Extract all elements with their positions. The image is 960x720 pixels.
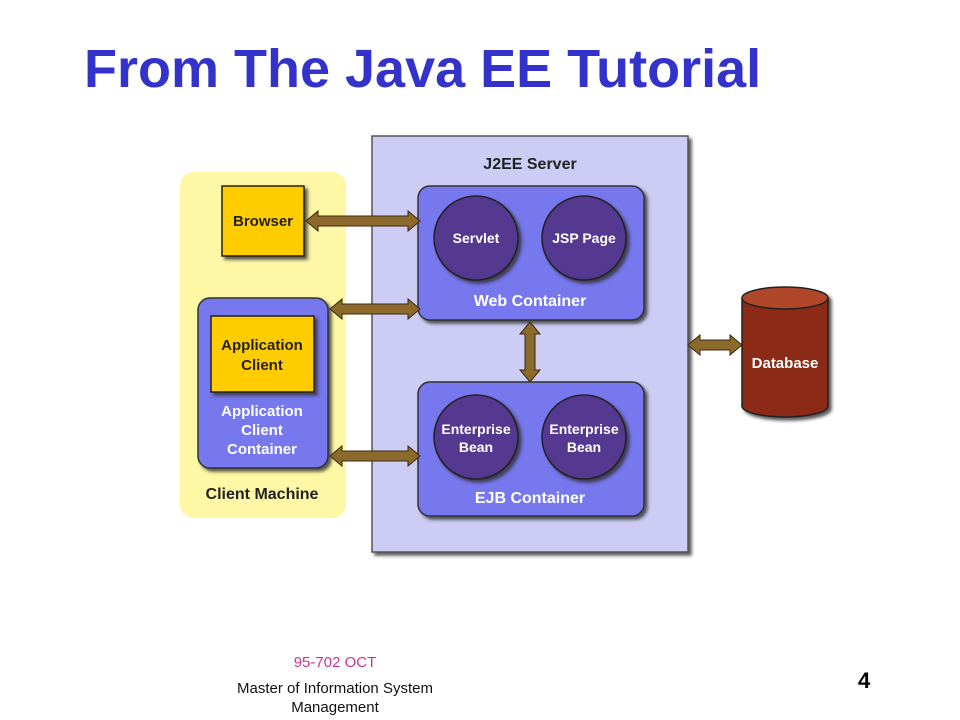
app-client-container-label-2: Client bbox=[241, 422, 283, 439]
j2ee-server-label: J2EE Server bbox=[483, 156, 576, 173]
app-client-container-label-1: Application bbox=[221, 403, 303, 420]
arrow-server-database bbox=[687, 333, 743, 357]
footer-course: 95-702 OCT bbox=[293, 654, 377, 671]
browser-label: Browser bbox=[233, 213, 293, 230]
footer-program: Master of Information System Management bbox=[237, 680, 433, 716]
servlet-label: Servlet bbox=[453, 230, 500, 246]
servlet-circle bbox=[433, 195, 519, 281]
app-client-container-label-3: Container bbox=[227, 441, 297, 458]
browser-box bbox=[221, 185, 305, 257]
app-client-box bbox=[210, 315, 315, 393]
enterprise-bean-1-label-1: Enterprise bbox=[441, 421, 510, 437]
enterprise-bean-2-circle bbox=[541, 394, 627, 480]
arrow-appclient-web bbox=[329, 297, 421, 321]
enterprise-bean-1-circle bbox=[433, 394, 519, 480]
client-machine-label: Client Machine bbox=[206, 486, 319, 503]
jsp-page-label: JSP Page bbox=[552, 230, 616, 246]
ejb-container-label: EJB Container bbox=[475, 490, 585, 507]
enterprise-bean-2-label-2: Bean bbox=[567, 439, 601, 455]
enterprise-bean-1-label-2: Bean bbox=[459, 439, 493, 455]
page-number: 4 bbox=[858, 668, 871, 693]
web-container-label: Web Container bbox=[474, 293, 587, 310]
database-cylinder bbox=[741, 286, 829, 418]
arrow-appclient-ejb bbox=[329, 444, 421, 468]
slide-title: From The Java EE Tutorial bbox=[84, 39, 762, 99]
enterprise-bean-2-label-1: Enterprise bbox=[549, 421, 618, 437]
arrow-web-ejb bbox=[518, 321, 542, 383]
app-client-label-2: Client bbox=[241, 357, 283, 374]
database-label: Database bbox=[752, 355, 819, 372]
app-client-label-1: Application bbox=[221, 337, 303, 354]
arrow-browser-web bbox=[305, 209, 421, 233]
jsp-page-circle bbox=[541, 195, 627, 281]
